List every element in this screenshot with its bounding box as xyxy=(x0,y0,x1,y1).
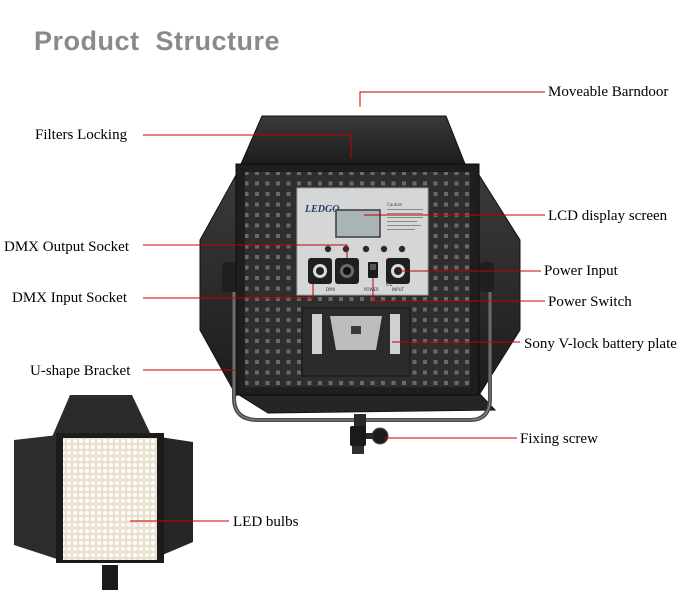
caution-text: Caution xyxy=(387,202,403,207)
small-right-barndoor xyxy=(160,437,193,556)
small-top-barndoor xyxy=(52,395,152,437)
label-dmx-output-socket: DMX Output Socket xyxy=(4,239,129,255)
led-array xyxy=(63,438,157,560)
label-power-input: Power Input xyxy=(544,263,618,279)
label-moveable-barndoor: Moveable Barndoor xyxy=(548,84,669,100)
brand-logo: LEDGO xyxy=(304,204,339,215)
label-led-bulbs: LED bulbs xyxy=(233,514,299,530)
label-power-switch: Power Switch xyxy=(548,294,632,310)
panel-button-4 xyxy=(380,245,388,253)
mount-stem xyxy=(354,414,366,428)
page-title: Product Structure xyxy=(34,26,281,56)
panel-button-1 xyxy=(324,245,332,253)
label-sony-v-lock-battery-plate: Sony V-lock battery plate xyxy=(524,336,677,352)
leader-lines xyxy=(130,91,545,522)
bottom-barndoor xyxy=(234,392,497,414)
fixing-screw xyxy=(371,427,389,445)
panel-button-2 xyxy=(342,245,350,253)
mount-block xyxy=(350,426,366,446)
left-knob xyxy=(222,262,236,292)
power-label: POWER xyxy=(364,287,379,292)
label-fixing-screw: Fixing screw xyxy=(520,431,598,447)
dmx-label: DMX xyxy=(326,287,336,292)
small-left-barndoor xyxy=(14,435,60,560)
label-u-shape-bracket: U-shape Bracket xyxy=(30,363,131,379)
top-barndoor xyxy=(240,115,466,165)
input-label: INPUT xyxy=(392,287,405,292)
label-filters-locking: Filters Locking xyxy=(35,127,128,143)
lcd-screen xyxy=(335,209,381,238)
ce-mark: CE xyxy=(386,282,393,288)
panel-button-3 xyxy=(362,245,370,253)
panel-button-5 xyxy=(398,245,406,253)
label-lcd-display-screen: LCD display screen xyxy=(548,208,668,224)
label-dmx-input-socket: DMX Input Socket xyxy=(12,290,127,306)
right-knob xyxy=(480,262,494,292)
